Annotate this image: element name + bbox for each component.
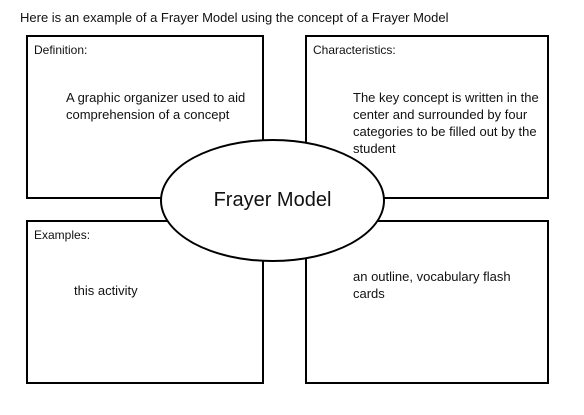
definition-label: Definition: xyxy=(34,43,88,57)
center-oval: Frayer Model xyxy=(160,139,385,262)
characteristics-text: The key concept is written in the center… xyxy=(353,90,539,156)
examples-text: this activity xyxy=(74,283,138,298)
non-examples-box: an outline, vocabulary flash cards xyxy=(305,220,549,384)
examples-label: Examples: xyxy=(34,228,91,242)
definition-text: A graphic organizer used to aid comprehe… xyxy=(66,90,246,122)
definition-box: Definition: A graphic organizer used to … xyxy=(26,35,264,199)
non-examples-text: an outline, vocabulary flash cards xyxy=(353,269,511,301)
characteristics-label: Characteristics: xyxy=(313,43,396,57)
center-concept-label: Frayer Model xyxy=(213,189,332,211)
intro-text: Here is an example of a Frayer Model usi… xyxy=(20,10,449,25)
